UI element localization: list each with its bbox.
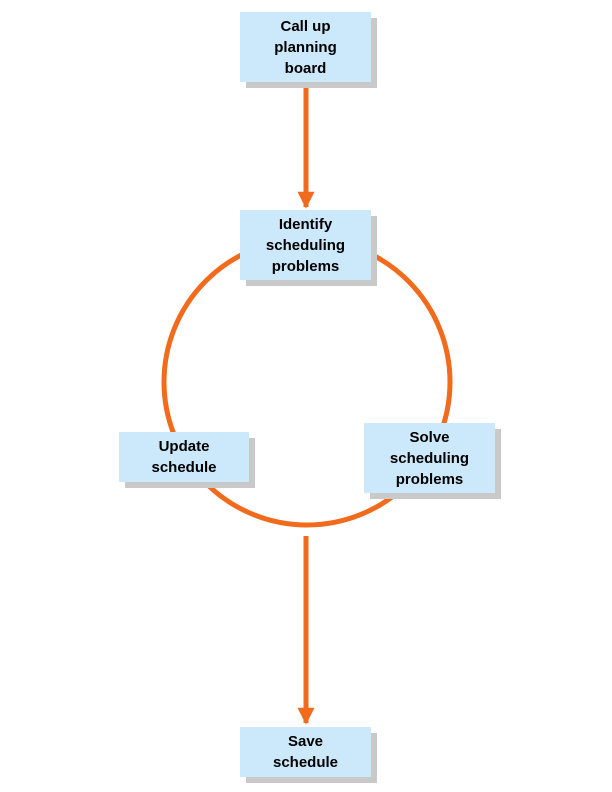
step-label-update: Update schedule [151, 438, 217, 476]
step-update-schedule: Update schedule [119, 432, 249, 482]
step-label-identify: Identify scheduling problems [265, 215, 346, 275]
step-label-save: Save schedule [272, 733, 339, 771]
step-call-up-planning-board: Call up planning board [240, 12, 371, 82]
step-identify-scheduling-problems: Identify scheduling problems [240, 210, 371, 280]
step-label-call-up: Call up planning board [274, 17, 337, 77]
step-label-solve: Solve scheduling problems [389, 428, 470, 488]
step-save-schedule: Save schedule [240, 727, 371, 777]
step-solve-scheduling-problems: Solve scheduling problems [364, 423, 495, 493]
